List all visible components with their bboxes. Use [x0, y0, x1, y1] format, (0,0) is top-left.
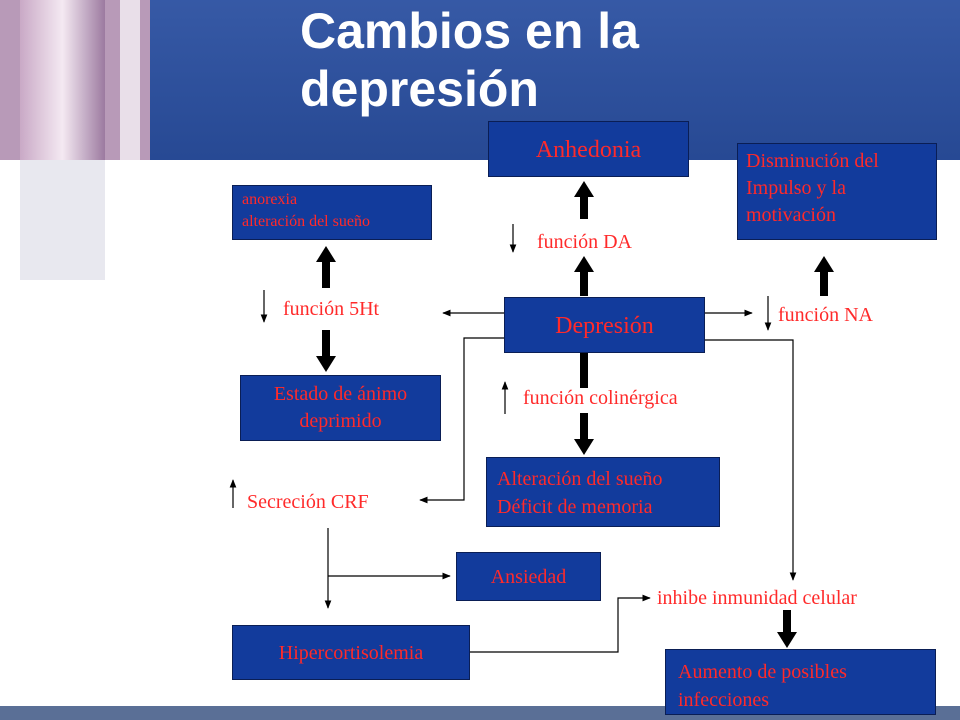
aumento-line-2: infecciones [678, 689, 770, 711]
secrecion-crf-label: Secreción CRF [247, 491, 369, 513]
arrow-to-anhedonia [574, 181, 594, 219]
indicator-arrows [229, 224, 772, 508]
header-band [0, 0, 960, 160]
arrow-to-funcion-da [574, 256, 594, 296]
anhedonia-text: Anhedonia [535, 137, 642, 163]
funcion-colinergica-label: función colinérgica [523, 387, 678, 409]
ansiedad-text: Ansiedad [490, 566, 567, 588]
estado-line-2: deprimido [299, 410, 382, 432]
alteracion-line-1: Alteración del sueño [497, 468, 663, 490]
arrow-to-disminucion [814, 256, 834, 296]
arrow-to-aumento [777, 610, 797, 648]
funcion-5ht-label: función 5Ht [283, 298, 380, 320]
anorexia-line-1: anorexia [242, 191, 298, 208]
estado-line-1: Estado de ánimo [273, 383, 408, 405]
aumento-box: Aumento de posibles infecciones [665, 649, 936, 715]
flask-image [0, 0, 150, 290]
aumento-line-1: Aumento de posibles [678, 661, 847, 683]
anorexia-line-2: alteración del sueño [242, 213, 370, 230]
depresion-box: Depresión [504, 297, 705, 353]
title-line-1: Cambios en la [300, 3, 639, 59]
disminucion-line-3: motivación [746, 204, 836, 226]
connectors [324, 309, 797, 653]
anhedonia-box: Anhedonia [488, 121, 689, 177]
depresion-text: Depresión [555, 313, 654, 339]
depresion-stem [580, 352, 588, 388]
inhibe-inmunidad-label: inhibe inmunidad celular [657, 587, 857, 609]
anorexia-box: anorexia alteración del sueño [232, 185, 432, 240]
arrow-to-estado [316, 330, 336, 372]
arrow-to-alteracion [574, 413, 594, 455]
funcion-da-label: función DA [537, 231, 632, 253]
header-shade [0, 0, 960, 160]
disminucion-line-2: Impulso y la [746, 177, 846, 199]
thick-arrows [316, 181, 834, 648]
title-line-2: depresión [300, 61, 539, 117]
hipercortisolemia-box: Hipercortisolemia [232, 625, 470, 680]
arrow-to-anorexia [316, 246, 336, 288]
funcion-na-label: función NA [778, 304, 873, 326]
estado-box: Estado de ánimo deprimido [240, 375, 441, 441]
alteracion-line-2: Déficit de memoria [497, 496, 653, 518]
alteracion-box: Alteración del sueño Déficit de memoria [486, 457, 720, 527]
hipercortisolemia-text: Hipercortisolemia [278, 642, 424, 664]
disminucion-line-1: Disminución del [746, 150, 879, 172]
ansiedad-box: Ansiedad [456, 552, 601, 601]
disminucion-box: Disminución del Impulso y la motivación [737, 143, 937, 240]
slide-title: Cambios en la depresión [300, 2, 730, 118]
